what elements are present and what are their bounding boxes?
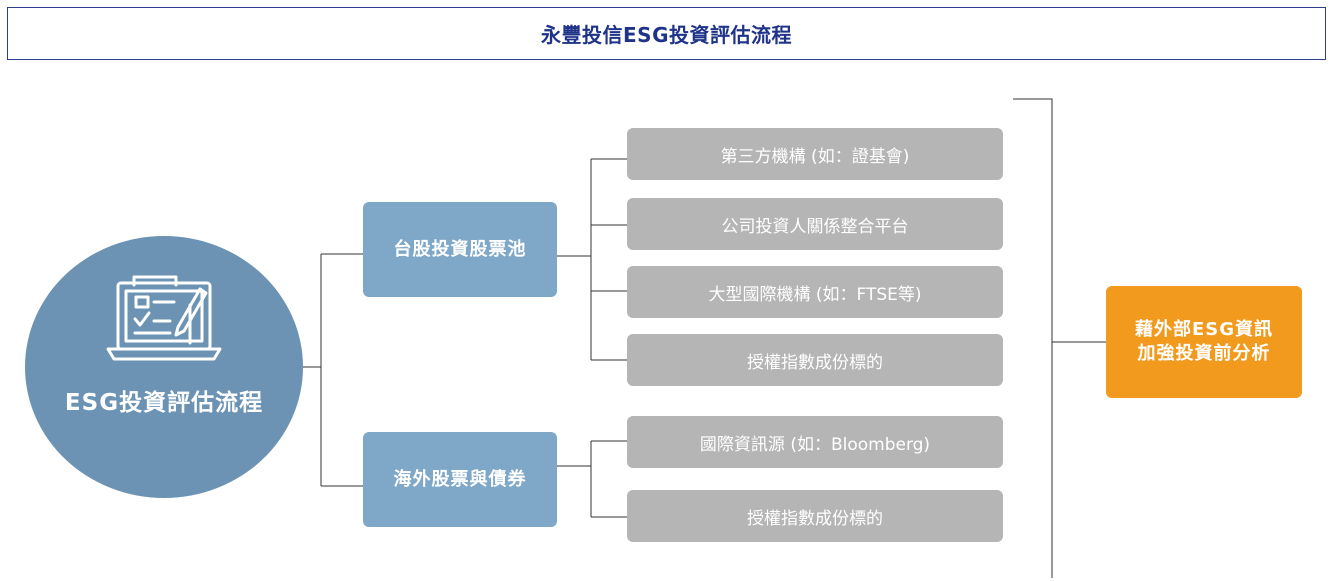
source-index-constituents: 授權指數成份標的	[627, 334, 1003, 386]
outcome-label: 藉外部ESG資訊加強投資前分析	[1134, 319, 1274, 364]
category-label: 台股投資股票池	[393, 238, 527, 260]
category-2-sources-connector	[557, 440, 627, 518]
root-node: ESG投資評估流程	[25, 236, 303, 498]
category-label: 海外股票與債券	[393, 468, 527, 490]
source-label: 第三方機構 (如：證基會)	[720, 146, 910, 167]
root-label: ESG投資評估流程	[64, 390, 264, 416]
outcome-node: 藉外部ESG資訊加強投資前分析	[1106, 286, 1302, 398]
source-index-constituents-overseas: 授權指數成份標的	[627, 490, 1003, 542]
diagram-title-bar: 永豐投信ESG投資評估流程	[7, 7, 1326, 60]
checklist-laptop-icon	[106, 275, 222, 361]
diagram-title: 永豐投信ESG投資評估流程	[541, 23, 792, 47]
outcome-bracket	[1013, 98, 1106, 578]
source-ir-platform: 公司投資人關係整合平台	[627, 198, 1003, 250]
category-overseas-stocks-bonds: 海外股票與債券	[363, 432, 557, 527]
source-international-info: 國際資訊源 (如：Bloomberg)	[627, 416, 1003, 468]
source-label: 大型國際機構 (如：FTSE等)	[708, 284, 922, 305]
source-label: 國際資訊源 (如：Bloomberg)	[699, 434, 931, 455]
category-1-sources-connector	[557, 158, 627, 361]
root-to-categories-connector	[303, 253, 363, 487]
category-taiwan-stocks: 台股投資股票池	[363, 202, 557, 297]
source-international-institutions: 大型國際機構 (如：FTSE等)	[627, 266, 1003, 318]
source-third-party: 第三方機構 (如：證基會)	[627, 128, 1003, 180]
source-label: 授權指數成份標的	[747, 352, 883, 373]
source-label: 授權指數成份標的	[747, 508, 883, 529]
source-label: 公司投資人關係整合平台	[721, 216, 909, 237]
